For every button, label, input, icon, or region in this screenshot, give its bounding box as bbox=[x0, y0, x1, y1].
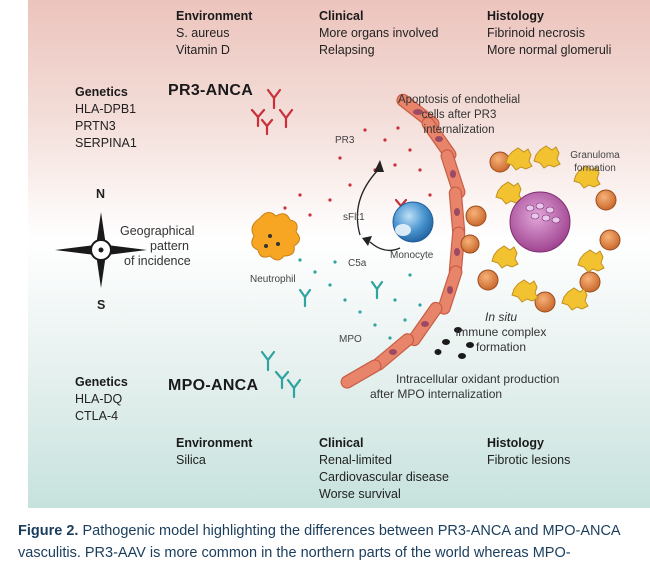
pathogenesis-diagram bbox=[55, 88, 621, 399]
mpo-histology: Histology Fibrotic lesions bbox=[487, 435, 570, 469]
immune-complex-label-line: In situ bbox=[484, 310, 517, 324]
sflt1-label: sFlt1 bbox=[343, 212, 365, 223]
mpo-genetics-item: CTLA-4 bbox=[75, 409, 119, 423]
pr3-histology-heading: Histology bbox=[487, 9, 544, 23]
pr3-genetics-item: PRTN3 bbox=[75, 119, 116, 133]
pr3-anca-antibody-icon bbox=[250, 88, 408, 216]
granuloma-label-line: formation bbox=[574, 163, 616, 174]
apoptosis-label-line: cells after PR3 bbox=[421, 109, 497, 121]
oxidant-label-line: after MPO internalization bbox=[370, 387, 503, 401]
granuloma-label-line: Granuloma bbox=[570, 150, 620, 161]
pr3-anca-title: PR3-ANCA bbox=[168, 82, 254, 99]
pr3-clinical: Clinical More organs involved Relapsing bbox=[319, 8, 439, 59]
apoptosis-label-line: internalization bbox=[423, 124, 495, 136]
compass-south: S bbox=[97, 298, 106, 312]
feedback-loop-arrow-icon bbox=[356, 160, 401, 252]
apoptosis-label-line: Apoptosis of endothelial bbox=[397, 94, 521, 106]
mpo-genetics-heading: Genetics bbox=[75, 375, 128, 389]
compass-north: N bbox=[96, 187, 106, 201]
pr3-histology-item: More normal glomeruli bbox=[487, 43, 612, 57]
pr3-environment-item: S. aureus bbox=[176, 26, 230, 40]
compass-icon bbox=[55, 212, 147, 288]
pr3-environment-item: Vitamin D bbox=[176, 43, 230, 57]
pr3-environment: Environment S. aureus Vitamin D bbox=[176, 8, 252, 59]
mpo-anca-title: MPO-ANCA bbox=[168, 377, 259, 394]
immune-complex-icon bbox=[434, 327, 474, 359]
mpo-label: MPO bbox=[339, 334, 362, 345]
mpo-environment: Environment Silica bbox=[176, 435, 252, 469]
mpo-clinical-heading: Clinical bbox=[319, 436, 364, 450]
granuloma-label: Granuloma formation bbox=[565, 149, 625, 175]
oxidant-label: Intracellular oxidant production after M… bbox=[370, 372, 559, 402]
figure-panel bbox=[28, 0, 650, 508]
pr3-clinical-item: More organs involved bbox=[319, 26, 439, 40]
mpo-clinical-item: Worse survival bbox=[319, 487, 401, 501]
pr3-environment-heading: Environment bbox=[176, 9, 253, 23]
oxidant-label-line: Intracellular oxidant production bbox=[396, 372, 560, 386]
mpo-genetics-item: HLA-DQ bbox=[75, 392, 123, 406]
figure-caption-text: Pathogenic model highlighting the differ… bbox=[18, 523, 620, 561]
immune-complex-label-line: immune complex bbox=[455, 325, 547, 339]
figure-caption-label: Figure 2. bbox=[18, 523, 79, 539]
pr3-particles bbox=[283, 126, 432, 217]
mpo-environment-item: Silica bbox=[176, 453, 206, 467]
monocyte-label: Monocyte bbox=[390, 250, 434, 261]
pr3-histology-item: Fibrinoid necrosis bbox=[487, 26, 585, 40]
pr3-label: PR3 bbox=[335, 135, 355, 146]
mpo-genetics: Genetics HLA-DQ CTLA-4 bbox=[75, 374, 128, 425]
granuloma-icon bbox=[460, 145, 621, 313]
compass-label: Geographical pattern of incidence bbox=[120, 224, 194, 269]
mpo-clinical-item: Renal-limited bbox=[319, 453, 392, 467]
mpo-particles bbox=[298, 258, 422, 340]
figure-caption: Figure 2. Pathogenic model highlighting … bbox=[18, 520, 648, 564]
pr3-clinical-item: Relapsing bbox=[319, 43, 375, 57]
compass-label-line: Geographical bbox=[120, 224, 195, 238]
pr3-genetics-item: HLA-DPB1 bbox=[75, 102, 137, 116]
compass-label-line: of incidence bbox=[124, 254, 191, 268]
compass-label-line: pattern bbox=[150, 239, 189, 253]
pr3-genetics-heading: Genetics bbox=[75, 85, 128, 99]
mpo-clinical: Clinical Renal-limited Cardiovascular di… bbox=[319, 435, 449, 503]
pr3-clinical-heading: Clinical bbox=[319, 9, 364, 23]
pr3-genetics: Genetics HLA-DPB1 PRTN3 SERPINA1 bbox=[75, 84, 137, 152]
immune-complex-label-line: formation bbox=[475, 340, 527, 354]
mpo-clinical-item: Cardiovascular disease bbox=[319, 470, 449, 484]
mpo-anca-antibody-icon bbox=[260, 280, 384, 399]
neutrophil-icon bbox=[251, 212, 300, 261]
pr3-histology: Histology Fibrinoid necrosis More normal… bbox=[487, 8, 611, 59]
c5a-label: C5a bbox=[348, 258, 367, 269]
mpo-histology-item: Fibrotic lesions bbox=[487, 453, 571, 467]
immune-complex-label: In situ immune complex formation bbox=[446, 310, 556, 355]
mpo-environment-heading: Environment bbox=[176, 436, 253, 450]
neutrophil-label: Neutrophil bbox=[250, 274, 296, 285]
apoptosis-label: Apoptosis of endothelial cells after PR3… bbox=[386, 93, 532, 138]
pr3-genetics-item: SERPINA1 bbox=[75, 136, 137, 150]
mpo-histology-heading: Histology bbox=[487, 436, 544, 450]
monocyte-icon bbox=[392, 201, 434, 243]
